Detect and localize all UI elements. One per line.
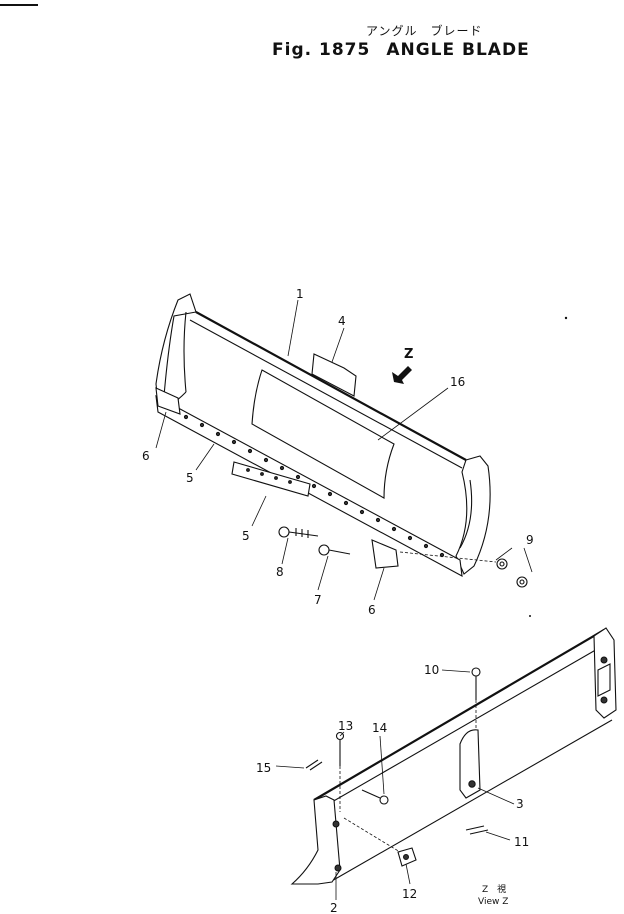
end-bit-left [155, 387, 181, 415]
callout-8: 8 [276, 565, 284, 579]
blade-right-curve [459, 479, 473, 549]
rear-right-end-box [593, 627, 617, 719]
upper-leader-lines [155, 299, 533, 601]
figure-title-english: ANGLE BLADE [386, 40, 530, 60]
view-z-arrow-label: Z [404, 347, 413, 362]
callout-7: 7 [314, 593, 322, 607]
rear-left-pin-lower [334, 864, 342, 872]
blade-top-edge [195, 311, 467, 461]
view-z-arrow-icon [392, 366, 412, 384]
callout-2: 2 [330, 901, 338, 914]
figure-title: Fig. 1875 ANGLE BLADE [272, 40, 530, 60]
callout-11: 11 [514, 835, 529, 849]
rear-left-bracket [290, 795, 341, 885]
callout-15: 15 [256, 761, 271, 775]
pin-13 [335, 731, 345, 812]
cotter-pin-11 [465, 825, 489, 835]
callout-13: 13 [338, 719, 353, 733]
blade-left-curve [183, 311, 187, 393]
callout-1: 1 [296, 287, 304, 301]
blade-left-end-plate [155, 293, 197, 404]
bolt-8 [278, 526, 319, 538]
figure-number: Fig. 1875 [272, 40, 371, 60]
view-caption-jp: Z 視 [482, 883, 506, 895]
callout-6-lower: 6 [368, 603, 376, 617]
rear-left-pin-upper [332, 820, 340, 828]
blade-rear-view-z [290, 627, 617, 885]
rear-top-beam [313, 629, 605, 801]
nuts-9 [496, 558, 528, 588]
rear-center-bracket [459, 729, 481, 799]
callout-5-lower: 5 [242, 529, 250, 543]
cutting-edge-piece [231, 461, 311, 497]
rear-right-pin-upper [600, 656, 608, 664]
view-caption-en: View Z [478, 897, 508, 907]
cutting-edge-piece-holes [246, 468, 292, 484]
wear-plate [251, 369, 395, 499]
callout-5-upper: 5 [186, 471, 194, 485]
callout-9: 9 [526, 533, 534, 547]
rear-center-pin [468, 780, 476, 788]
center-frame-bracket [311, 353, 357, 397]
figure-title-japanese: アングル ブレード [366, 24, 483, 38]
rear-bottom-edge [329, 719, 613, 883]
speck [564, 316, 568, 320]
assembly-line-nuts [399, 551, 497, 563]
speck [529, 615, 531, 617]
bolt-7 [318, 544, 351, 556]
rear-right-pad [597, 663, 611, 697]
callout-4: 4 [338, 314, 346, 328]
rear-top-beam-inner [317, 643, 607, 811]
blade-right-end-plate [455, 455, 491, 575]
corner-rule [0, 4, 38, 6]
callout-6-upper: 6 [142, 449, 150, 463]
end-bit-right [371, 539, 399, 569]
cotter-pin-15 [305, 759, 323, 771]
bushing-12 [397, 847, 417, 867]
callout-12: 12 [402, 887, 417, 901]
lower-leader-lines [275, 669, 515, 900]
blade-assembly-upper: Z [155, 293, 528, 588]
callout-3: 3 [516, 797, 524, 811]
pin-10 [471, 667, 481, 728]
callout-16: 16 [450, 375, 465, 389]
assembly-line-bushing [343, 817, 401, 853]
bolt-14 [361, 789, 389, 805]
callout-10: 10 [424, 663, 439, 677]
blade-top-edge-inner [189, 319, 463, 469]
rear-right-pin-lower [600, 696, 608, 704]
callout-14: 14 [372, 721, 387, 735]
